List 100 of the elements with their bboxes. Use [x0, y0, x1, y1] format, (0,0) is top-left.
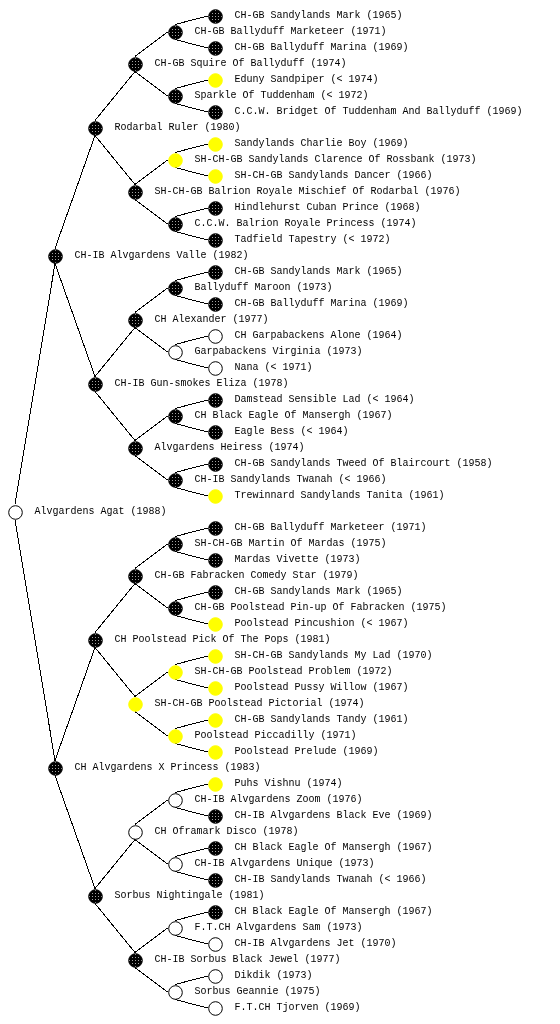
name-label: CH-IB Alvgardens Jet (1970)	[234, 938, 397, 950]
name-label: Puhs Vishnu (1974)	[234, 778, 343, 790]
connector-line	[134, 415, 168, 441]
name-label: CH Black Eagle Of Mansergh (1967)	[234, 842, 433, 854]
connector-line	[174, 487, 208, 497]
connector-line	[174, 807, 208, 817]
name-label: SH-CH-GB Sandylands Dancer (1966)	[234, 170, 433, 182]
connector-line	[174, 295, 208, 305]
connector-line	[174, 975, 208, 985]
name-label: SH-CH-GB Sandylands Clarence Of Rossbank (1973)	[194, 154, 477, 166]
name-label: CH Poolstead Pick Of The Pops (1981)	[114, 634, 331, 646]
name-label: C.C.W. Balrion Royale Princess (1974)	[194, 218, 417, 230]
name-label: Hindlehurst Cuban Prince (1968)	[234, 202, 421, 214]
name-label: CH Garpabackens Alone (1964)	[234, 330, 403, 342]
name-label: CH-IB Alvgardens Zoom (1976)	[194, 794, 363, 806]
name-label: CH-GB Ballyduff Marina (1969)	[234, 42, 409, 54]
name-label: Sorbus Nightingale (1981)	[114, 890, 265, 902]
connector-line	[134, 671, 168, 697]
name-label: CH-GB Sandylands Tweed Of Blaircourt (1958)	[234, 458, 493, 470]
name-label: CH Oframark Disco (1978)	[154, 826, 299, 838]
name-label: Sparkle Of Tuddenham (< 1972)	[194, 90, 369, 102]
name-label: SH-CH-GB Martin Of Mardas (1975)	[194, 538, 387, 550]
name-label: F.T.CH Alvgardens Sam (1973)	[194, 922, 363, 934]
name-label: Poolstead Prelude (1969)	[234, 746, 379, 758]
connector-line	[174, 103, 208, 113]
connector-line	[54, 647, 96, 761]
connector-line	[174, 783, 208, 793]
connector-line	[134, 799, 168, 825]
connector-line	[14, 263, 56, 505]
connector-line	[134, 159, 168, 185]
name-label: CH-IB Gun-smokes Eliza (1978)	[114, 378, 289, 390]
name-label: Ballyduff Maroon (1973)	[194, 282, 333, 294]
name-label: CH Alvgardens X Princess (1983)	[74, 762, 261, 774]
connector-line	[94, 391, 136, 441]
connector-line	[94, 647, 136, 697]
name-label: Tadfield Tapestry (< 1972)	[234, 234, 391, 246]
name-label: Sandylands Charlie Boy (1969)	[234, 138, 409, 150]
connector-line	[174, 679, 208, 689]
connector-line	[94, 839, 136, 889]
name-label: Poolstead Pincushion (< 1967)	[234, 618, 409, 630]
connector-line	[174, 359, 208, 369]
name-label: CH Alexander (1977)	[154, 314, 269, 326]
connector-line	[174, 39, 208, 49]
connector-line	[174, 551, 208, 561]
connector-line	[174, 423, 208, 433]
name-label: Nana (< 1971)	[234, 362, 313, 374]
name-label: CH-IB Sandylands Twanah (< 1966)	[234, 874, 427, 886]
name-label: CH Black Eagle Of Mansergh (1967)	[234, 906, 433, 918]
connector-line	[94, 327, 136, 377]
name-label: Garpabackens Virginia (1973)	[194, 346, 363, 358]
connector-line	[94, 903, 136, 953]
connector-line	[174, 591, 208, 601]
connector-line	[94, 135, 136, 185]
connector-line	[174, 271, 208, 281]
name-label: CH-GB Squire Of Ballyduff (1974)	[154, 58, 347, 70]
name-label: CH Black Eagle Of Mansergh (1967)	[194, 410, 393, 422]
connector-line	[134, 543, 168, 569]
name-label: Sorbus Geannie (1975)	[194, 986, 321, 998]
connector-line	[14, 519, 56, 761]
connector-line	[134, 839, 168, 865]
name-label: SH-CH-GB Balrion Royale Mischief Of Rodarbal (1976)	[154, 186, 461, 198]
name-label: CH-GB Sandylands Mark (1965)	[234, 10, 403, 22]
connector-line	[174, 743, 208, 753]
name-label: Damstead Sensible Lad (< 1964)	[234, 394, 415, 406]
name-label: C.C.W. Bridget Of Tuddenham And Ballyduff (1969)	[234, 106, 523, 118]
name-label: SH-CH-GB Sandylands My Lad (1970)	[234, 650, 433, 662]
connector-line	[174, 167, 208, 177]
name-label: CH-GB Ballyduff Marina (1969)	[234, 298, 409, 310]
connector-line	[134, 583, 168, 609]
connector-line	[174, 935, 208, 945]
name-label: SH-CH-GB Poolstead Problem (1972)	[194, 666, 393, 678]
connector-line	[174, 335, 208, 345]
connector-line	[174, 399, 208, 409]
name-label: CH-GB Sandylands Mark (1965)	[234, 266, 403, 278]
connector-line	[174, 15, 208, 25]
connector-line	[174, 999, 208, 1009]
name-label: CH-GB Fabracken Comedy Star (1979)	[154, 570, 359, 582]
connector-line	[174, 79, 208, 89]
name-label: Alvgardens Heiress (1974)	[154, 442, 305, 454]
connector-line	[134, 199, 168, 225]
connector-line	[94, 583, 136, 633]
connector-line	[134, 967, 168, 993]
connector-line	[134, 71, 168, 97]
connector-line	[174, 231, 208, 241]
name-label: CH-IB Alvgardens Unique (1973)	[194, 858, 375, 870]
name-label: Rodarbal Ruler (1980)	[114, 122, 241, 134]
name-label: CH-IB Sandylands Twanah (< 1966)	[194, 474, 387, 486]
connector-line	[174, 527, 208, 537]
name-label: CH-GB Ballyduff Marketeer (1971)	[194, 26, 387, 38]
name-label: Dikdik (1973)	[234, 970, 313, 982]
name-label: Trewinnard Sandylands Tanita (1961)	[234, 490, 445, 502]
name-label: CH-IB Alvgardens Valle (1982)	[74, 250, 249, 262]
connector-line	[134, 711, 168, 737]
name-label: Eagle Bess (< 1964)	[234, 426, 349, 438]
name-label: Poolstead Pussy Willow (1967)	[234, 682, 409, 694]
name-label: Eduny Sandpiper (< 1974)	[234, 74, 379, 86]
name-label: F.T.CH Tjorven (1969)	[234, 1002, 361, 1014]
connector-line	[134, 455, 168, 481]
connector-line	[174, 463, 208, 473]
connector-line	[94, 71, 136, 121]
